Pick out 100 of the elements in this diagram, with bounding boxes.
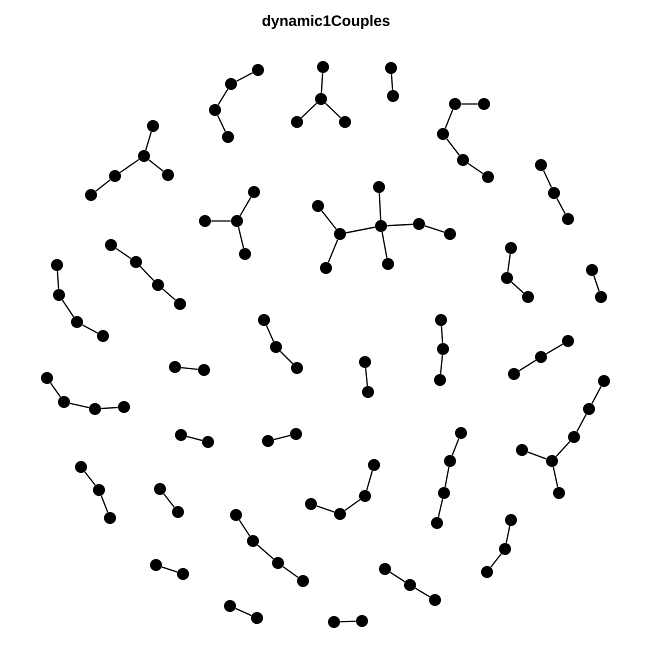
edge-line [438, 498, 444, 518]
network-node [457, 154, 469, 166]
network-node [356, 615, 368, 627]
edge-line [217, 115, 226, 132]
network-node [177, 568, 189, 580]
network-node [548, 187, 560, 199]
network-node [379, 563, 391, 575]
network-node [586, 264, 598, 276]
edge-line [186, 436, 202, 442]
network-node [147, 120, 159, 132]
network-node [431, 517, 443, 529]
edge-line [181, 366, 198, 370]
edge-line [301, 102, 317, 118]
network-node [368, 459, 380, 471]
edge-line [235, 608, 252, 616]
edge-line [591, 386, 602, 404]
network-node [317, 61, 329, 73]
network-node [270, 341, 282, 353]
network-node [291, 116, 303, 128]
network-node [583, 403, 595, 415]
network-node [516, 444, 528, 456]
edge-line [282, 566, 298, 578]
edge-line [461, 103, 478, 105]
edge-line [266, 325, 274, 342]
network-node [320, 262, 332, 274]
network-node [231, 215, 243, 227]
network-node [89, 403, 101, 415]
edge-line [240, 197, 252, 216]
edge-line [552, 466, 558, 488]
edge-line [140, 266, 154, 281]
edge-line [468, 162, 484, 174]
edge-line [236, 72, 253, 82]
network-node [598, 375, 610, 387]
edge-line [507, 254, 511, 272]
network-node [482, 171, 494, 183]
network-node [104, 512, 116, 524]
network-node [444, 455, 456, 467]
network-node [175, 429, 187, 441]
edge-line [82, 324, 98, 334]
edge-line [56, 271, 60, 289]
network-node [272, 557, 284, 569]
network-node [154, 483, 166, 495]
edge-line [344, 499, 360, 511]
edge-line [238, 520, 250, 536]
network-node [413, 218, 425, 230]
network-node [58, 396, 70, 408]
edge-line [50, 382, 61, 398]
edge-line [70, 402, 90, 408]
edge-line [511, 282, 524, 294]
network-node [339, 116, 351, 128]
network-node [224, 600, 236, 612]
edge-line [390, 572, 406, 582]
network-node [312, 200, 324, 212]
network-node [387, 90, 399, 102]
network-node [499, 543, 511, 555]
network-node [230, 509, 242, 521]
network-node [198, 364, 210, 376]
network-node [435, 314, 447, 326]
network-node [382, 258, 394, 270]
network-node [53, 289, 65, 301]
network-node [334, 508, 346, 520]
network-node [262, 435, 274, 447]
network-node [455, 427, 467, 439]
network-node [501, 272, 513, 284]
network-node [535, 159, 547, 171]
network-node [290, 428, 302, 440]
edge-line [543, 170, 552, 188]
edge-line [162, 566, 178, 573]
edge-line [62, 300, 74, 318]
network-node [105, 239, 117, 251]
network-node [359, 490, 371, 502]
title: dynamic1Couples [262, 15, 390, 29]
network-node [150, 559, 162, 571]
edge-line [390, 74, 394, 90]
network-node [291, 362, 303, 374]
network-node [434, 374, 446, 386]
edge-line [518, 360, 536, 372]
edge-line [162, 288, 176, 300]
network-node [199, 215, 211, 227]
network-node [362, 386, 374, 398]
network-node [85, 189, 97, 201]
network-node [404, 579, 416, 591]
network-node [109, 170, 121, 182]
network-node [152, 279, 164, 291]
network-node [481, 566, 493, 578]
edge-line [100, 496, 108, 512]
network-node [535, 351, 547, 363]
edge-line [163, 493, 175, 508]
network-node [118, 401, 130, 413]
edge-line [556, 198, 566, 214]
edge-line [95, 179, 111, 192]
edge-line [325, 102, 341, 118]
network-node [248, 186, 260, 198]
edge-line [440, 355, 444, 374]
network-node [41, 372, 53, 384]
network-node [202, 436, 214, 448]
edge-line [382, 232, 388, 258]
edge-line [320, 73, 324, 93]
network-node [373, 181, 385, 193]
network-node [222, 131, 234, 143]
